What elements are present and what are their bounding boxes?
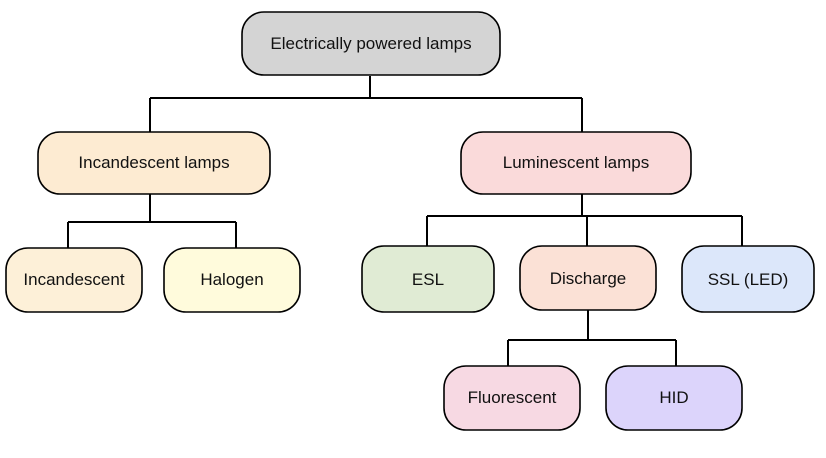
connector-incandescent-lamps (67, 194, 237, 248)
node-halogen: Halogen (163, 247, 301, 313)
connector-discharge (507, 310, 677, 366)
node-hid: HID (605, 365, 743, 431)
connectors (67, 76, 743, 366)
node-fluorescent: Fluorescent (443, 365, 581, 431)
connector-luminescent-lamps (426, 194, 743, 246)
connector-root (149, 76, 583, 132)
node-incandescent: Incandescent (5, 247, 143, 313)
node-label-esl: ESL (412, 270, 444, 289)
node-ssl-led: SSL (LED) (681, 245, 815, 313)
node-esl: ESL (361, 245, 495, 313)
node-label-discharge: Discharge (550, 269, 627, 288)
node-luminescent-lamps: Luminescent lamps (460, 131, 692, 195)
node-label-halogen: Halogen (200, 270, 263, 289)
node-label-fluorescent: Fluorescent (468, 388, 557, 407)
node-label-electrically-powered-lamps: Electrically powered lamps (270, 34, 471, 53)
node-label-incandescent: Incandescent (23, 270, 124, 289)
node-discharge: Discharge (519, 245, 657, 311)
node-label-hid: HID (659, 388, 688, 407)
node-label-luminescent-lamps: Luminescent lamps (503, 153, 649, 172)
node-label-ssl-led: SSL (LED) (708, 270, 789, 289)
node-label-incandescent-lamps: Incandescent lamps (78, 153, 229, 172)
node-incandescent-lamps: Incandescent lamps (37, 131, 271, 195)
node-electrically-powered-lamps: Electrically powered lamps (241, 11, 501, 76)
